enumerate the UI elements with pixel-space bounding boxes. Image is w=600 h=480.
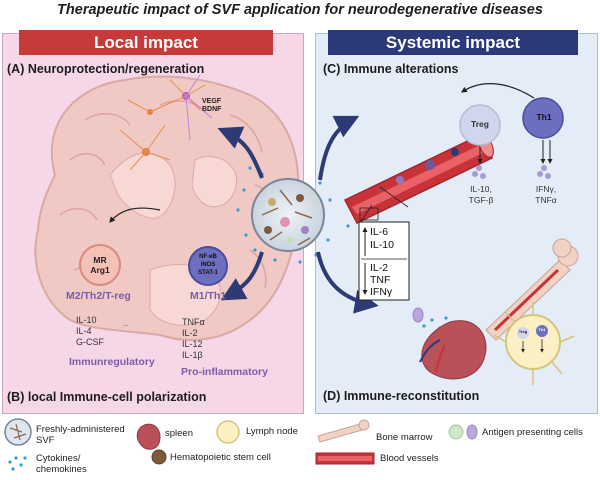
treg-cell bbox=[459, 104, 501, 146]
mr-arg1-label: MR Arg1 bbox=[90, 255, 110, 275]
legend-icons bbox=[4, 418, 478, 471]
legend-spleen-label: spleen bbox=[165, 428, 193, 439]
growth-factor-labels: VEGF BDNF bbox=[202, 98, 221, 114]
figure-title: Therapeutic impact of SVF application fo… bbox=[57, 2, 543, 18]
brain-curved-arrow bbox=[109, 207, 161, 223]
treg-cytokines: IL-10, TGF-β bbox=[468, 184, 494, 205]
legend-blood-vessels-label: Blood vessels bbox=[380, 453, 439, 464]
vegf-label: VEGF bbox=[202, 98, 222, 105]
m1-macrophage-cell bbox=[188, 246, 228, 286]
svg-text:··: ·· bbox=[123, 321, 128, 330]
section-d-heading: (D) Immune-reconstitution bbox=[323, 389, 480, 403]
svf-cells bbox=[261, 189, 313, 246]
cytokine-change-box bbox=[358, 221, 410, 301]
arrow-to-reconstitution bbox=[316, 251, 379, 314]
arrow-to-polarization bbox=[220, 251, 264, 301]
nfkb-label: NF-κB iNOS STAT-1 bbox=[198, 254, 218, 276]
section-c-heading: (C) Immune alterations bbox=[323, 62, 459, 76]
legend-apc-label: Antigen presenting cells bbox=[482, 427, 583, 438]
arrow-to-neuroprotection bbox=[217, 126, 264, 179]
systemic-impact-banner: Systemic impact bbox=[328, 30, 578, 55]
pro-inflammatory-cytokines: TNFα IL-2 IL-12 IL-1β bbox=[182, 317, 205, 360]
legend-hsc-label: Hematopoietic stem cell bbox=[170, 452, 271, 463]
lymph-node-illustration bbox=[493, 302, 575, 385]
arrow-to-immune-alterations bbox=[318, 115, 360, 181]
apc-cell-systemic bbox=[412, 307, 424, 323]
upregulated-cytokines: IL-6 IL-10 bbox=[370, 226, 394, 251]
pro-inflammatory-label: Pro-inflammatory bbox=[181, 366, 268, 378]
m2-th2-treg-label: M2/Th2/T-reg bbox=[66, 290, 131, 302]
section-a-heading: (A) Neuroprotection/regeneration bbox=[7, 62, 205, 76]
section-b-heading: (B) local Immune-cell polarization bbox=[7, 390, 207, 404]
bdnf-label: BDNF bbox=[202, 106, 222, 113]
legend-bone-marrow-label: Bone marrow bbox=[376, 432, 433, 443]
legend-cytokines-label: Cytokines/ chemokines bbox=[36, 453, 87, 475]
legend-svf-label: Freshly-administered SVF bbox=[36, 424, 125, 446]
lymph-node-treg-label: Treg bbox=[518, 329, 528, 334]
downregulated-cytokines: IL-2 TNF IFNγ bbox=[370, 262, 393, 298]
m2-macrophage-cell bbox=[79, 244, 121, 286]
bone-marrow-illustration bbox=[485, 238, 579, 341]
treg-cell-label: Treg bbox=[471, 119, 489, 129]
legend-lymph-node-label: Lymph node bbox=[246, 426, 298, 437]
local-impact-banner: Local impact bbox=[19, 30, 273, 55]
anti-inflammatory-cytokines: IL-10 IL-4 G-CSF bbox=[76, 315, 104, 347]
lymph-node-th1-label: Th1 bbox=[538, 327, 546, 332]
m1-th1-label: M1/Th1 bbox=[190, 290, 227, 302]
immunoregulatory-label: Immunregulatory bbox=[69, 356, 155, 368]
th1-cell bbox=[522, 97, 564, 139]
th1-cytokines: IFNγ, TNFα bbox=[535, 184, 557, 205]
spleen-illustration bbox=[421, 320, 487, 380]
th1-to-treg-arrow bbox=[461, 83, 535, 99]
blood-vessel-illustration bbox=[343, 134, 494, 224]
th1-cell-label: Th1 bbox=[536, 112, 552, 122]
